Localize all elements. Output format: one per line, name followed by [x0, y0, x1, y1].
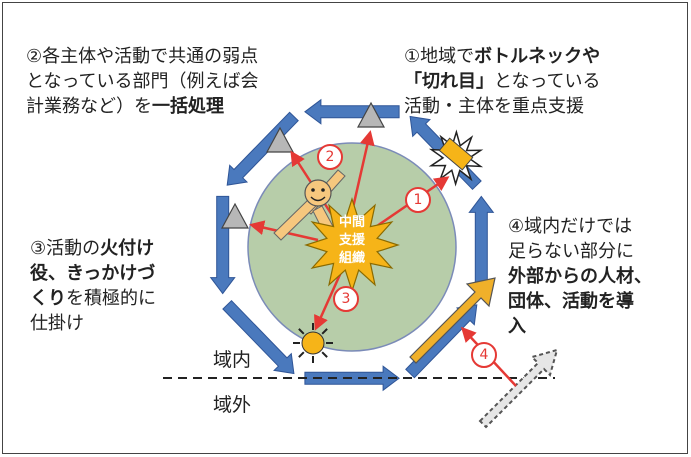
- svg-text:3: 3: [342, 291, 351, 307]
- badge-1: 1: [405, 187, 431, 213]
- triangle-icon: [265, 126, 295, 153]
- label-outside: 域外: [213, 394, 252, 416]
- svg-text:1: 1: [414, 192, 423, 208]
- badge-4: 4: [471, 342, 497, 368]
- note-2: ②各主体や活動で共通の弱点 となっている部門（例えば会 計業務など）を一括処理: [26, 46, 259, 117]
- center-label-2: 支援: [338, 232, 366, 248]
- badge-2: 2: [317, 144, 343, 170]
- svg-text:2: 2: [326, 149, 335, 165]
- badge-3: 3: [333, 286, 359, 312]
- sun-icon: [293, 323, 333, 363]
- ring-arrow: [304, 98, 400, 125]
- external-arrow: [478, 348, 559, 429]
- note-4: ④域内だけでは 足らない部分に 外部からの人材、 団体、活動を導 入: [508, 216, 652, 337]
- center-label-3: 組織: [339, 250, 365, 266]
- center-label-1: 中間: [339, 214, 365, 230]
- triangle-icon: [356, 101, 386, 128]
- explosion-icon: [428, 129, 484, 187]
- smiley-face-icon: [304, 179, 332, 207]
- ring-arrow: [468, 195, 495, 295]
- note-3: ③活動の火付け 役、きっかけづ くりを積極的に 仕掛け: [30, 238, 156, 334]
- note-1: ①地域でボトルネックや 「切れ目」となっている 活動・主体を重点支援: [404, 46, 601, 117]
- ring-arrow: [222, 299, 295, 375]
- svg-text:4: 4: [480, 347, 489, 363]
- triangle-icon: [220, 202, 250, 229]
- label-inside: 域内: [213, 349, 252, 371]
- inbound-arrow: [409, 277, 496, 364]
